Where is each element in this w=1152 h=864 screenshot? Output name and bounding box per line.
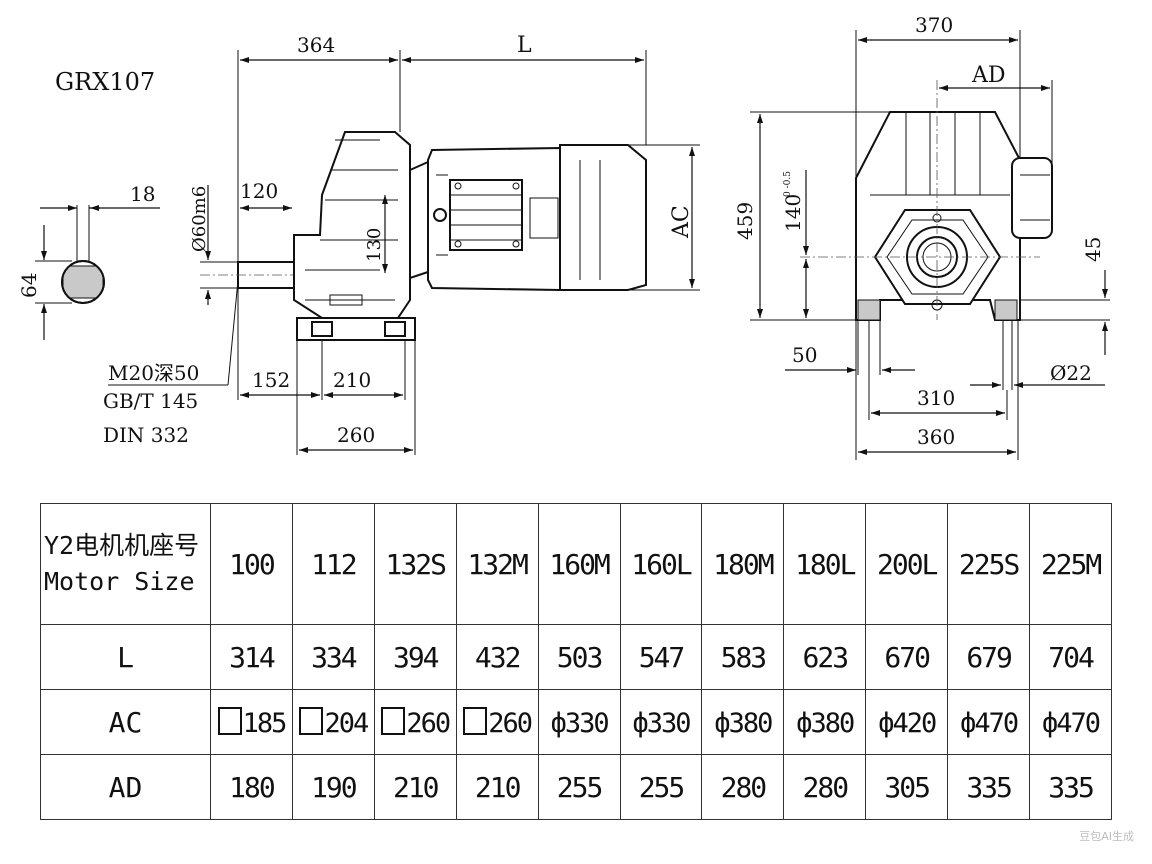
table-cell: 670 — [865, 624, 949, 690]
table-cell: 255 — [537, 754, 621, 820]
square-frame-icon — [381, 706, 406, 735]
dim-140-tol: 0 -0.5 — [783, 171, 793, 197]
table-cell: 547 — [619, 624, 703, 690]
note-line-1: M20深50 — [108, 361, 199, 385]
dim-152: 152 — [252, 368, 290, 392]
table-cell: 704 — [1029, 624, 1112, 690]
note-line-3: DIN 332 — [103, 423, 189, 447]
table-cell-ac: ф380 — [783, 689, 867, 755]
table-cell: 314 — [210, 624, 293, 690]
table-cell: 432 — [455, 624, 539, 690]
square-frame-icon — [299, 706, 324, 735]
table-cell: 334 — [291, 624, 375, 690]
table-cell: 280 — [701, 754, 785, 820]
table-cell-ac: 185 — [210, 689, 293, 755]
end-view: 370 AD 459 140 0 -0.5 45 50 Ø22 — [733, 13, 1110, 460]
table-cell: 679 — [947, 624, 1031, 690]
table-cell: 623 — [783, 624, 867, 690]
table-cell: 280 — [783, 754, 867, 820]
square-frame-icon — [463, 706, 488, 735]
table-cell: 210 — [455, 754, 539, 820]
shaft-key-section: 18 64 — [17, 182, 160, 340]
dim-360: 360 — [917, 425, 955, 449]
key-height-dim: 64 — [17, 273, 41, 298]
dim-50: 50 — [792, 343, 817, 367]
motor-size-dimension-table: Y2电机机座号 Motor Size 100 112 132S 132M 160… — [40, 503, 1112, 820]
key-width-dim: 18 — [130, 182, 155, 206]
row-label-AD: AD — [40, 754, 211, 820]
motor-size-header: 160M — [537, 503, 621, 625]
motor-size-header: 180M — [701, 503, 785, 625]
row-label-L: L — [40, 624, 211, 690]
table-cell: 190 — [291, 754, 375, 820]
motor-size-header: 160L — [619, 503, 703, 625]
motor-size-header: 112 — [291, 503, 375, 625]
model-label: GRX107 — [55, 68, 155, 96]
dim-370: 370 — [915, 13, 953, 37]
table-cell: 394 — [373, 624, 457, 690]
dim-AD-label: AD — [971, 63, 1006, 88]
dim-130: 130 — [364, 228, 385, 262]
motor-size-header: 225M — [1029, 503, 1112, 625]
table-cell-ac: ф470 — [947, 689, 1031, 755]
table-cell: 583 — [701, 624, 785, 690]
table-corner-cell: Y2电机机座号 Motor Size — [40, 503, 211, 625]
table-row-L: L 314 334 394 432 503 547 583 623 670 67… — [40, 624, 1112, 690]
gearmotor-drawing: GRX107 18 64 — [17, 13, 1110, 460]
table-cell-ac: ф330 — [537, 689, 621, 755]
dim-L: L — [517, 33, 532, 58]
note-line-2: GB/T 145 — [103, 389, 198, 413]
table-cell: 255 — [619, 754, 703, 820]
dim-140: 140 — [781, 194, 805, 232]
table-cell-ac: ф380 — [701, 689, 785, 755]
table-cell-ac: ф330 — [619, 689, 703, 755]
dim-210: 210 — [333, 368, 371, 392]
table-cell: 503 — [537, 624, 621, 690]
row-label-AC: AC — [40, 689, 211, 755]
dim-22: Ø22 — [1050, 361, 1092, 385]
table-cell-ac: 260 — [455, 689, 539, 755]
motor-size-header: 132S — [373, 503, 457, 625]
motor-size-header: 180L — [783, 503, 867, 625]
table-cell-ac: ф420 — [865, 689, 949, 755]
side-view: 364 L AC 120 Ø60m6 130 M20深50 GB/T 145 D… — [103, 33, 700, 455]
table-cell: 335 — [947, 754, 1031, 820]
dim-120: 120 — [240, 179, 278, 203]
table-cell-ac: 260 — [373, 689, 457, 755]
dim-310: 310 — [917, 386, 955, 410]
table-cell-ac: 204 — [291, 689, 375, 755]
motor-size-header: 132M — [455, 503, 539, 625]
table-cell-ac: ф470 — [1029, 689, 1112, 755]
dim-459: 459 — [733, 202, 757, 240]
motor-size-header: 200L — [865, 503, 949, 625]
table-row-AD: AD 180 190 210 210 255 255 280 280 305 3… — [40, 754, 1112, 820]
table-cell: 180 — [210, 754, 293, 820]
dim-364: 364 — [297, 33, 335, 57]
table-cell: 210 — [373, 754, 457, 820]
square-frame-icon — [217, 706, 242, 735]
motor-size-header: 100 — [210, 503, 293, 625]
table-cell: 305 — [865, 754, 949, 820]
corner-label-cn: Y2电机机座号 — [44, 531, 200, 560]
table-header-row: Y2电机机座号 Motor Size 100 112 132S 132M 160… — [40, 503, 1112, 625]
watermark: 豆包AI生成 — [1079, 830, 1134, 843]
corner-label-en: Motor Size — [44, 567, 195, 596]
table-cell: 335 — [1029, 754, 1112, 820]
motor-size-header: 225S — [947, 503, 1031, 625]
dim-shaft-dia: Ø60m6 — [189, 186, 210, 252]
dim-260: 260 — [337, 423, 375, 447]
dim-AC-label: AC — [669, 205, 694, 239]
dim-45: 45 — [1081, 237, 1105, 262]
